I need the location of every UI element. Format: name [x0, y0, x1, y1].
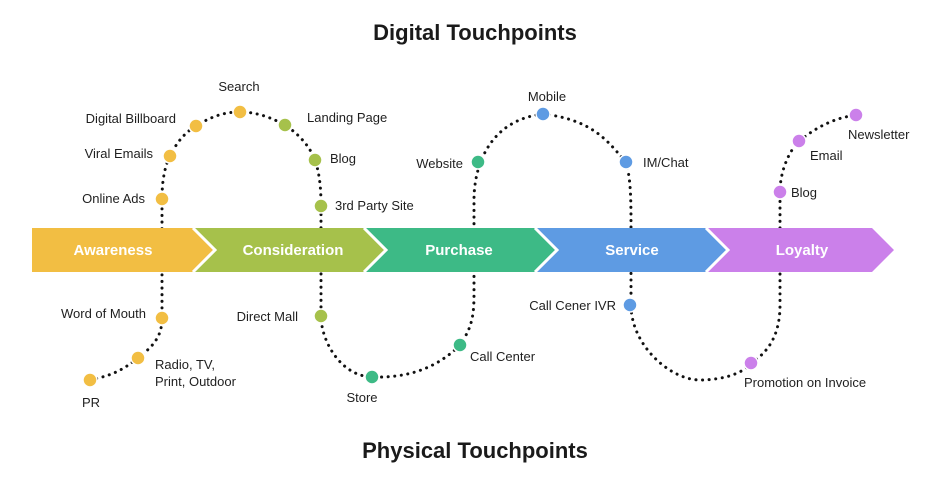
label-blog-loyalty: Blog — [791, 185, 817, 200]
digital-touchpoints-title: Digital Touchpoints — [373, 20, 577, 45]
dot-newsletter — [848, 107, 864, 123]
stage-label-consideration: Consideration — [243, 242, 344, 259]
stage-label-purchase: Purchase — [425, 242, 493, 259]
dot-store — [364, 369, 380, 385]
dot-digital-billboard — [188, 118, 204, 134]
label-call-center: Call Center — [470, 349, 536, 364]
label-promotion-on-invoice: Promotion on Invoice — [744, 375, 866, 390]
dot-radio-tv — [130, 350, 146, 366]
dot-email — [791, 133, 807, 149]
stage-label-awareness: Awareness — [74, 242, 153, 259]
touchpoint-dots — [82, 104, 864, 388]
dot-blog-loyalty — [772, 184, 788, 200]
dot-third-party-site — [313, 198, 329, 214]
stage-arrow-consideration — [193, 228, 386, 272]
dot-call-center — [452, 337, 468, 353]
dot-mobile — [535, 106, 551, 122]
stage-label-loyalty: Loyalty — [776, 242, 829, 259]
label-call-center-ivr: Call Cener IVR — [529, 298, 616, 313]
dot-online-ads — [154, 191, 170, 207]
label-blog-consideration: Blog — [330, 151, 356, 166]
label-radio-tv-line2: Print, Outdoor — [155, 374, 237, 389]
dot-search — [232, 104, 248, 120]
stage-label-service: Service — [605, 242, 658, 259]
physical-touchpoints-title: Physical Touchpoints — [362, 438, 588, 463]
label-viral-emails: Viral Emails — [85, 146, 154, 161]
stage-arrow-loyalty — [706, 228, 894, 272]
label-online-ads: Online Ads — [82, 191, 145, 206]
stage-arrow-awareness — [32, 228, 215, 272]
dot-im-chat — [618, 154, 634, 170]
label-newsletter: Newsletter — [848, 127, 910, 142]
label-radio-tv-line1: Radio, TV, — [155, 357, 215, 372]
dot-website — [470, 154, 486, 170]
label-landing-page: Landing Page — [307, 110, 387, 125]
dot-pr — [82, 372, 98, 388]
label-website: Website — [416, 156, 463, 171]
label-im-chat: IM/Chat — [643, 155, 689, 170]
label-direct-mall: Direct Mall — [237, 309, 299, 324]
dot-call-center-ivr — [622, 297, 638, 313]
label-pr: PR — [82, 395, 100, 410]
label-third-party-site: 3rd Party Site — [335, 198, 414, 213]
label-mobile: Mobile — [528, 89, 566, 104]
label-email: Email — [810, 148, 843, 163]
dot-direct-mall — [313, 308, 329, 324]
dot-word-of-mouth — [154, 310, 170, 326]
label-digital-billboard: Digital Billboard — [86, 111, 176, 126]
stage-arrow-purchase — [364, 228, 557, 272]
stage-arrow-service — [535, 228, 728, 272]
label-search: Search — [218, 79, 259, 94]
label-word-of-mouth: Word of Mouth — [61, 306, 146, 321]
dot-landing-page — [277, 117, 293, 133]
label-store: Store — [346, 390, 377, 405]
dot-blog-consideration — [307, 152, 323, 168]
dot-promotion-on-invoice — [743, 355, 759, 371]
dot-viral-emails — [162, 148, 178, 164]
